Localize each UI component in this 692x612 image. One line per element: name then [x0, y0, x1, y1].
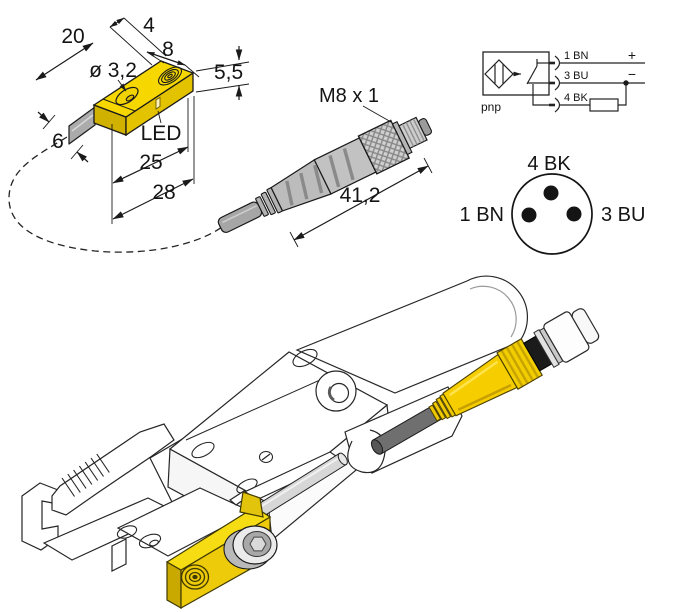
dim-label-25: 25 [139, 151, 162, 174]
led-window [155, 96, 161, 110]
cable-loop-dashed [8, 136, 223, 253]
block-sensing-rings [180, 564, 210, 590]
plug-length-label: 41,2 [340, 184, 381, 207]
dimension-lines [35, 17, 250, 224]
sensor-body [92, 60, 195, 137]
actuator-cylinder [295, 275, 529, 394]
sensing-face-rings [157, 66, 183, 86]
sensor-dimension-drawing: 20 4 8 ø 3,2 5,5 6 LED 25 28 [8, 14, 250, 253]
switch-symbol [526, 59, 549, 106]
cable-rod [370, 404, 443, 455]
pinout-right-label: 3 BU [601, 204, 645, 226]
dim-label-hole: ø 3,2 [89, 59, 137, 82]
wire3-label: 4 BK [564, 92, 589, 104]
pin-dot-top [543, 185, 559, 201]
sensor-cable [68, 106, 96, 145]
plug-dimension [289, 157, 433, 248]
m8-plug-drawing: M8 x 1 41,2 [217, 85, 433, 248]
dim-label-6: 6 [52, 130, 64, 153]
mounting-hole [115, 86, 139, 106]
wire2-label: 3 BU [564, 70, 589, 82]
dim-label-20: 20 [61, 25, 84, 48]
m8-connector [428, 308, 600, 422]
sensor-bracket [111, 487, 254, 572]
thread-label: M8 x 1 [319, 85, 379, 107]
minus-terminal: − [628, 66, 636, 82]
pin-dot-left [521, 207, 537, 223]
wiring-diagram: 1 BN 3 BU 4 BK + − pnp [481, 47, 645, 114]
hex-socket [249, 536, 267, 552]
led-label: LED [141, 122, 182, 145]
dim-label-4: 4 [143, 14, 155, 37]
wire-1bn [549, 55, 645, 71]
junction-dot [623, 80, 629, 86]
pinout-diagram: 4 BK 1 BN 3 BU [460, 153, 645, 255]
gripper-jaw-tip [21, 482, 59, 551]
body-boss-hole [315, 370, 357, 412]
dim-label-28: 28 [152, 181, 175, 204]
wire-3bu [549, 75, 645, 91]
wire-4bk [549, 84, 627, 113]
mounted-sensor-block [165, 506, 278, 610]
wire1-label: 1 BN [564, 50, 589, 62]
m8-plug-body [217, 116, 432, 233]
pinout-circle [511, 173, 593, 255]
slotted-screw [258, 450, 274, 464]
finger-serrations [61, 453, 110, 497]
dim-label-8: 8 [162, 38, 174, 61]
pinout-left-label: 1 BN [460, 204, 504, 226]
output-type-label: pnp [481, 100, 501, 114]
load-resistor [589, 98, 619, 112]
pinout-top-label: 4 BK [527, 153, 571, 175]
pin-dot-right [566, 206, 582, 222]
mounting-screw [223, 525, 278, 570]
gripper-illustration [21, 275, 600, 610]
dim-label-55: 5,5 [214, 61, 243, 84]
block-top-face [165, 506, 272, 571]
rod-clamp-yellow [239, 491, 264, 518]
plus-terminal: + [628, 47, 636, 63]
